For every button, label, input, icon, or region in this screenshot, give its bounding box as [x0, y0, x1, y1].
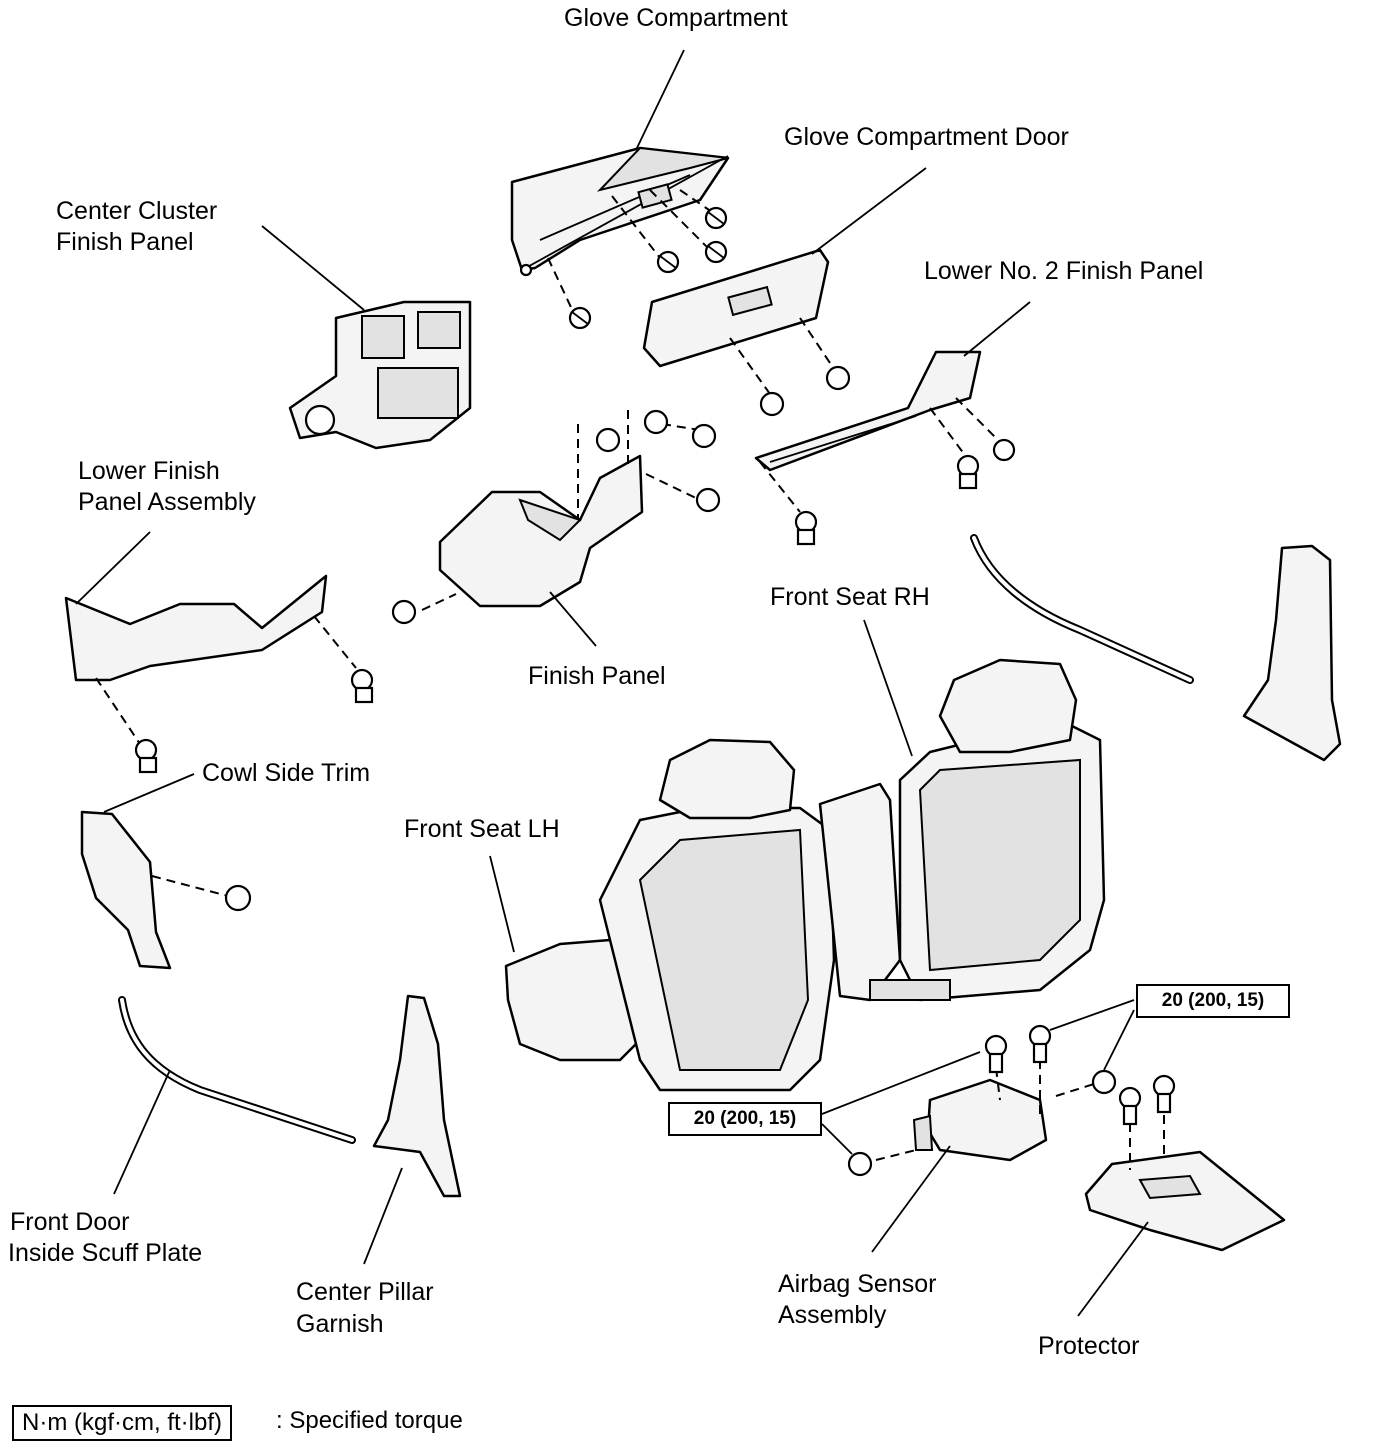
label-glove-compartment-door: Glove Compartment Door [784, 123, 1069, 151]
screw [656, 250, 680, 274]
clip [759, 391, 785, 417]
screw [704, 240, 728, 264]
label-finish-panel: Finish Panel [528, 662, 666, 690]
center-cluster-finish-panel-part [288, 300, 472, 450]
clip [691, 423, 717, 449]
protector-part [1084, 1150, 1286, 1252]
pillar-garnish-right-part [1242, 544, 1342, 762]
lower-finish-panel-assembly-part [64, 574, 328, 682]
leader-center-pillar [363, 1167, 403, 1265]
bolt [984, 1034, 1008, 1074]
bolt [1091, 1069, 1117, 1095]
label-airbag-sensor-line1: Airbag Sensor [778, 1270, 937, 1298]
airbag-sensor-assembly-part [912, 1078, 1048, 1162]
roof-side-rail-strip-part [970, 534, 1194, 684]
leader-front-door-scuff [113, 1069, 171, 1195]
bolt [992, 438, 1016, 462]
label-center-cluster-line1: Center Cluster [56, 197, 218, 225]
leader-front-seat-rh [863, 619, 913, 757]
label-center-pillar-line1: Center Pillar [296, 1278, 434, 1306]
legend-unit-box: N·m (kgf·cm, ft·lbf) [12, 1405, 232, 1441]
clip [224, 884, 252, 912]
bolt [1118, 1086, 1142, 1126]
screw [595, 427, 621, 453]
bolt [1028, 1024, 1052, 1064]
screw [568, 306, 592, 330]
cowl-side-trim-part [80, 810, 172, 970]
bolt [794, 510, 818, 546]
glove-compartment-part [510, 146, 730, 277]
label-protector: Protector [1038, 1332, 1140, 1360]
label-lower-finish-panel-line1: Lower Finish [78, 457, 220, 485]
leader-protector [1077, 1221, 1149, 1317]
label-center-pillar-line2: Garnish [296, 1310, 384, 1338]
torque-leader [1103, 1009, 1135, 1071]
leader-lower-finish-panel [75, 531, 151, 605]
bolt [847, 1151, 873, 1177]
torque-leader [821, 1051, 981, 1115]
bolt [350, 668, 374, 704]
label-front-seat-rh: Front Seat RH [770, 583, 930, 611]
leader-airbag-sensor [871, 1145, 951, 1253]
leader-finish-panel [549, 591, 597, 647]
label-front-door-line2: Inside Scuff Plate [8, 1239, 203, 1267]
finish-panel-part [438, 454, 644, 608]
leader-front-seat-lh [489, 855, 515, 953]
center-pillar-garnish-part [372, 994, 462, 1198]
front-seat-rh-part [818, 658, 1106, 1002]
screw [391, 599, 417, 625]
label-center-cluster-line2: Finish Panel [56, 228, 194, 256]
torque-leader [1049, 999, 1135, 1031]
front-seat-lh-part [504, 738, 836, 1092]
bolt [956, 454, 980, 490]
label-lower-finish-panel-line2: Panel Assembly [78, 488, 256, 516]
clip [825, 365, 851, 391]
label-front-seat-lh: Front Seat LH [404, 815, 560, 843]
label-lower-no2-finish-panel: Lower No. 2 Finish Panel [924, 257, 1204, 285]
leader-center-cluster [261, 225, 365, 311]
leader-cowl-side-trim [103, 773, 195, 813]
screw [695, 487, 721, 513]
leader-glove-compartment-door [811, 167, 927, 255]
label-airbag-sensor-line2: Assembly [778, 1301, 887, 1329]
lower-no2-finish-panel-part [754, 350, 982, 472]
label-front-door-line1: Front Door [10, 1208, 130, 1236]
torque-spec-lower-left: 20 (200, 15) [668, 1102, 822, 1136]
legend-description: : Specified torque [276, 1407, 463, 1434]
torque-leader [821, 1123, 853, 1155]
label-glove-compartment: Glove Compartment [564, 4, 788, 32]
bolt [1152, 1074, 1176, 1114]
screw [704, 206, 728, 230]
glove-compartment-door-part [642, 248, 830, 368]
leader-glove-compartment [635, 49, 685, 151]
screw [643, 409, 669, 435]
front-door-inside-scuff-plate-part [118, 996, 356, 1144]
bolt [134, 738, 158, 774]
leader-lower-no2 [963, 301, 1031, 357]
torque-spec-upper-right: 20 (200, 15) [1136, 984, 1290, 1018]
label-cowl-side-trim: Cowl Side Trim [202, 759, 371, 787]
